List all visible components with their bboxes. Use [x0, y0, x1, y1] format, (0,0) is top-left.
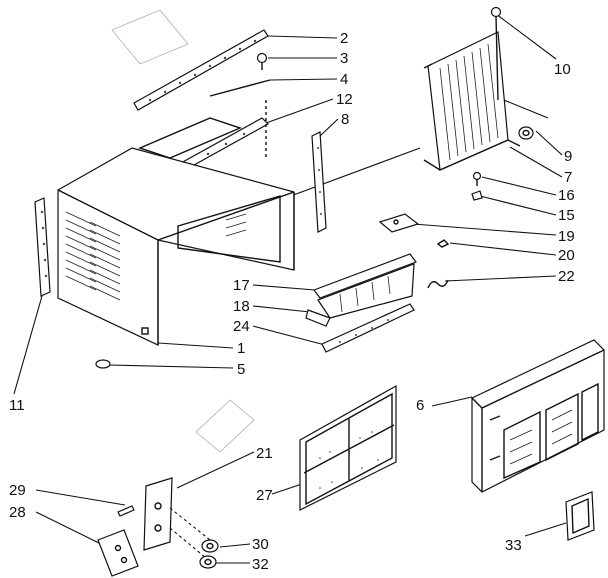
part-15-clip	[471, 190, 483, 201]
callout-18: 18	[233, 298, 250, 315]
callout-22: 22	[558, 268, 575, 285]
part-22-spring-clip	[427, 279, 449, 289]
part-20-small-clip	[436, 239, 450, 248]
callout-33: 33	[505, 537, 522, 554]
part-24-bottom-strip	[321, 303, 415, 353]
part-29-pin	[117, 505, 135, 517]
callout-17: 17	[233, 277, 250, 294]
callout-16: 16	[558, 187, 575, 204]
callout-2: 2	[340, 30, 348, 47]
callout-24: 24	[233, 318, 250, 335]
part-4-rod	[209, 79, 271, 97]
callout-29: 29	[9, 482, 26, 499]
part-32-knob	[199, 555, 217, 569]
part-6-front-panel	[471, 339, 605, 493]
part-21-control-plate	[143, 477, 211, 559]
part-2-top-rail	[133, 29, 269, 111]
part-11-side-gasket	[34, 197, 51, 297]
part-17-blower-housing	[313, 253, 417, 319]
callout-19: 19	[558, 228, 575, 245]
part-5-foot-screw	[95, 359, 111, 369]
callout-30: 30	[252, 536, 269, 553]
callout-32: 32	[252, 556, 269, 573]
part-3-screw	[256, 52, 268, 70]
part-30-knob	[201, 539, 219, 553]
part-8-channel	[311, 131, 327, 233]
part-28-label-plate	[97, 529, 139, 577]
part-7-rear-grille	[423, 31, 521, 171]
callout-5: 5	[237, 361, 245, 378]
callout-9: 9	[564, 148, 572, 165]
part-19-bracket	[378, 213, 420, 233]
part-18-lower-base	[305, 309, 331, 327]
callout-28: 28	[9, 504, 26, 521]
callout-10: 10	[554, 61, 571, 78]
callout-27: 27	[256, 487, 273, 504]
callout-8: 8	[341, 111, 349, 128]
callout-12: 12	[336, 91, 353, 108]
callout-labels: 2 3 4 12 8 10 9 7 16 15 19 20 22 17 18 2…	[9, 30, 575, 573]
callout-6: 6	[416, 397, 424, 414]
callout-3: 3	[340, 50, 348, 67]
callout-15: 15	[558, 207, 575, 224]
part-16-screw	[472, 171, 482, 186]
callout-1: 1	[237, 340, 245, 357]
part-10-bolt	[490, 6, 502, 101]
callout-21: 21	[256, 445, 273, 462]
part-33-filter-door	[565, 491, 595, 541]
part-27-filter	[299, 384, 397, 511]
callout-11: 11	[9, 397, 25, 414]
callout-20: 20	[558, 247, 575, 264]
part-9-knob	[518, 126, 534, 140]
callout-4: 4	[340, 71, 348, 88]
part-1-cabinet	[57, 117, 295, 346]
scan-artifact-shapes	[111, 9, 255, 453]
callout-7: 7	[564, 169, 572, 186]
